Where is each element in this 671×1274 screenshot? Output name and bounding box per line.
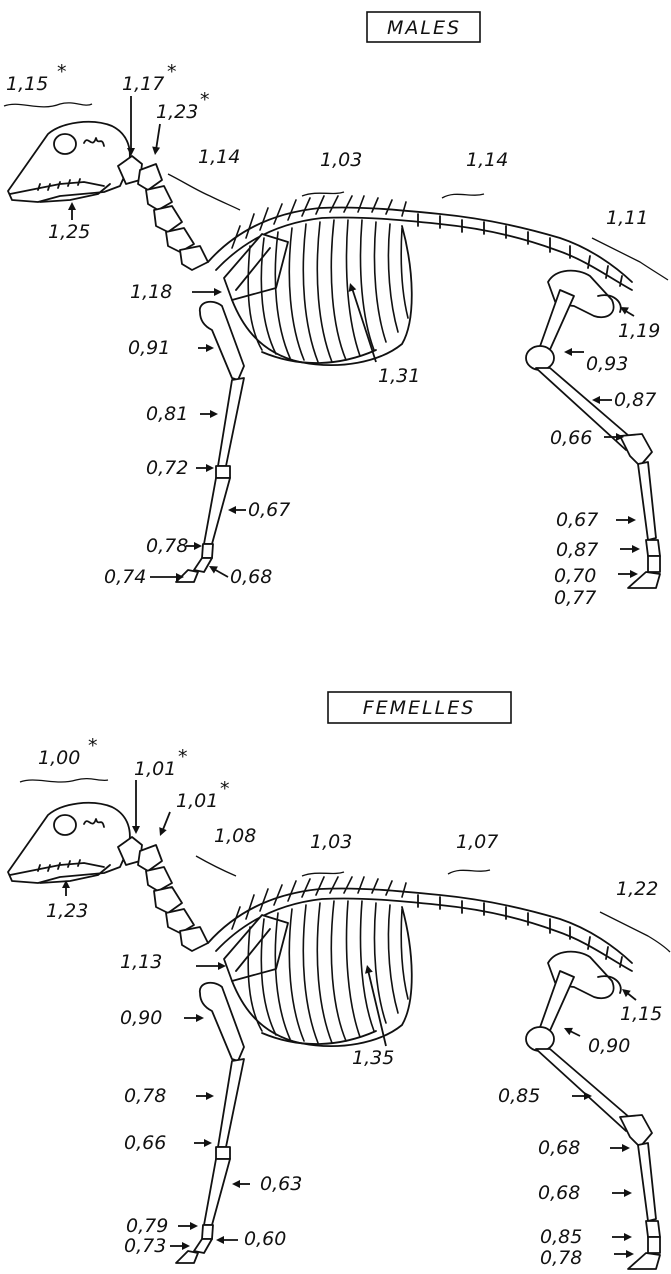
contour-line — [448, 870, 490, 874]
label-back: 1,03 — [310, 831, 352, 853]
contour-line — [302, 872, 344, 876]
label-radius: 0,78 — [124, 1085, 166, 1107]
label-star: * — [88, 735, 98, 757]
femelles-title: FEMELLES — [363, 697, 476, 719]
label-radius: 0,81 — [146, 403, 188, 425]
label-axis: 1,01 — [176, 790, 218, 812]
label-fore-phalanx-2: 0,73 — [124, 1235, 166, 1257]
label-hind-phalanx-2: 0,70 — [554, 565, 596, 587]
label-fore-phalanx-1: 0,79 — [126, 1215, 168, 1237]
label-metatarsus: 0,67 — [556, 509, 598, 531]
label-fore-phalanx-1: 0,78 — [146, 535, 188, 557]
label-carpus: 0,66 — [124, 1132, 166, 1154]
label-skull: 1,15 — [6, 73, 48, 95]
label-neck: 1,08 — [214, 825, 256, 847]
label-atlas: 1,01 — [134, 758, 176, 780]
label-ribs: 1,35 — [352, 1047, 394, 1069]
label-skull: 1,00 — [38, 747, 80, 769]
label-femur: 0,93 — [586, 353, 628, 375]
label-hind-phalanx-1: 0,85 — [540, 1226, 582, 1248]
panel-males: MALES 1,15 * 1,17 * 1,23 * 1,25 1,14 1,0… — [4, 12, 668, 609]
label-tarsus: 0,68 — [538, 1137, 580, 1159]
label-tarsus: 0,66 — [550, 427, 592, 449]
panel-femelles: FEMELLES 1,00 * 1,01 * 1,01 * 1,23 1,08 … — [8, 692, 670, 1269]
label-star: * — [220, 778, 230, 800]
label-star: * — [178, 746, 188, 768]
contour-line — [442, 194, 484, 198]
label-loin: 1,14 — [466, 149, 508, 171]
contour-line — [20, 779, 108, 782]
label-scapula: 1,13 — [120, 951, 162, 973]
label-tail: 1,11 — [606, 207, 648, 229]
label-metacarpus: 0,67 — [248, 499, 290, 521]
label-fore-phalanx-2: 0,74 — [104, 566, 146, 588]
label-pelvis: 1,19 — [618, 320, 660, 342]
label-jaw: 1,25 — [48, 221, 90, 243]
label-tibia: 0,87 — [614, 389, 656, 411]
label-neck: 1,14 — [198, 146, 240, 168]
label-femur: 0,90 — [588, 1035, 630, 1057]
label-star: * — [200, 89, 210, 111]
label-star: * — [57, 61, 67, 83]
label-ribs: 1,31 — [378, 365, 420, 387]
contour-line — [196, 856, 236, 876]
label-humerus: 0,90 — [120, 1007, 162, 1029]
label-metatarsus: 0,68 — [538, 1182, 580, 1204]
label-pelvis: 1,15 — [620, 1003, 662, 1025]
label-humerus: 0,91 — [128, 337, 170, 359]
males-title: MALES — [387, 17, 461, 39]
contour-line — [4, 103, 92, 107]
label-scapula: 1,18 — [130, 281, 172, 303]
label-metacarpus: 0,63 — [260, 1173, 302, 1195]
label-atlas: 1,17 — [122, 73, 164, 95]
label-star: * — [167, 61, 177, 83]
label-jaw: 1,23 — [46, 900, 88, 922]
label-back: 1,03 — [320, 149, 362, 171]
label-carpus: 0,72 — [146, 457, 188, 479]
label-fore-phalanx-3: 0,68 — [230, 566, 272, 588]
label-hind-phalanx-1: 0,87 — [556, 539, 598, 561]
label-tibia: 0,85 — [498, 1085, 540, 1107]
label-hind-phalanx-2: 0,78 — [540, 1247, 582, 1269]
label-hind-phalanx-3: 0,77 — [554, 587, 596, 609]
label-fore-phalanx-3: 0,60 — [244, 1228, 286, 1250]
label-axis: 1,23 — [156, 101, 198, 123]
label-tail: 1,22 — [616, 878, 658, 900]
label-loin: 1,07 — [456, 831, 498, 853]
contour-line — [168, 174, 240, 210]
